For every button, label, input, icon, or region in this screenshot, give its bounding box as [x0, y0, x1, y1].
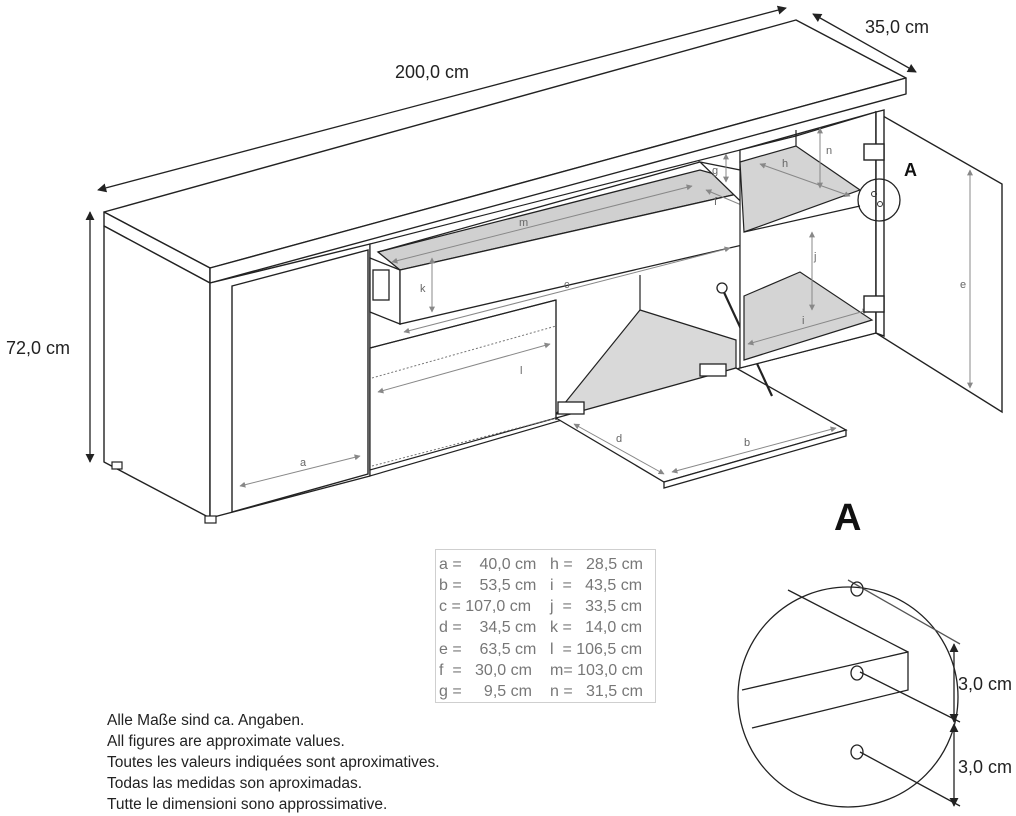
feet — [111, 461, 217, 524]
letter-h: h — [782, 158, 788, 170]
left-door-panel — [231, 249, 369, 513]
letter-k: k — [420, 283, 426, 295]
right-compartment — [739, 111, 877, 369]
letter-j: j — [813, 251, 816, 263]
dim-c-line — [403, 246, 731, 334]
flap-stay-pivot — [716, 282, 728, 294]
table-row-left: g = 9,5 cm — [439, 683, 532, 700]
approximation-notes: Alle Maße sind ca. Angaben. All figures … — [107, 710, 527, 815]
note-french: Toutes les valeurs indiquées sont aproxi… — [107, 754, 440, 771]
note-spanish: Todas las medidas son aproximadas. — [107, 775, 363, 792]
table-row-right: k = 14,0 cm — [550, 619, 642, 636]
dimensions-table: a = 40,0 cm h = 28,5 cm b = 53,5 cm i = … — [439, 556, 643, 700]
width-dimension-line — [97, 5, 787, 193]
table-row-right: i = 43,5 cm — [550, 577, 642, 594]
letter-n: n — [826, 145, 832, 157]
letter-m: m — [519, 217, 528, 229]
dimensions-table-border — [435, 549, 656, 703]
dim-l-line — [377, 342, 551, 394]
detail-marker-circle — [857, 178, 901, 222]
table-row-right: m= 103,0 cm — [550, 662, 643, 679]
note-german: Alle Maße sind ca. Angaben. — [107, 712, 305, 729]
right-door-edge — [875, 109, 885, 338]
table-row-left: d = 34,5 cm — [439, 619, 536, 636]
table-row-left: a = 40,0 cm — [439, 556, 536, 573]
height-label: 72,0 cm — [6, 338, 70, 358]
hole-bottom — [850, 744, 864, 760]
dim-b-line — [671, 426, 837, 474]
letter-a: a — [300, 457, 307, 469]
detail-heading: A — [834, 497, 861, 539]
flap-hinge-left — [557, 401, 585, 415]
detail-circle — [737, 586, 959, 808]
top-side-edge — [209, 77, 907, 284]
right-door-panel — [875, 110, 1003, 414]
table-row-right: n = 31,5 cm — [550, 683, 643, 700]
door-hinge-top — [863, 143, 885, 161]
drawer-runner — [372, 269, 390, 301]
hole-top — [850, 581, 864, 597]
spacing-bottom-label: 3,0 cm — [958, 757, 1012, 777]
letter-e: e — [960, 279, 966, 291]
detail-marker-label: A — [904, 160, 917, 180]
overall-dimensions — [85, 5, 917, 463]
table-row-left: f = 30,0 cm — [439, 662, 532, 679]
left-door — [231, 249, 369, 513]
table-row-right: j = 33,5 cm — [549, 598, 642, 615]
dim-h-line — [759, 162, 851, 198]
note-english: All figures are approximate values. — [107, 733, 345, 750]
table-row-left: c = 107,0 cm — [439, 598, 531, 615]
letter-b: b — [744, 437, 750, 449]
letter-g: g — [712, 165, 718, 177]
depth-label: 35,0 cm — [865, 17, 929, 37]
dim-a-line — [239, 454, 361, 488]
spacing-top-label: 3,0 cm — [958, 674, 1012, 694]
shelf-edge — [741, 651, 909, 729]
letter-d: d — [616, 433, 622, 445]
dim-d-line — [573, 423, 665, 475]
door-hinge-bottom — [863, 295, 885, 313]
shelf-top-edge — [787, 589, 909, 653]
letter-c: c — [564, 279, 570, 291]
depth-dimension-line — [812, 13, 917, 73]
table-row-left: e = 63,5 cm — [439, 641, 536, 658]
width-label: 200,0 cm — [395, 62, 469, 82]
hole-middle — [850, 665, 864, 681]
table-row-right: h = 28,5 cm — [550, 556, 643, 573]
letter-f: f — [714, 196, 718, 208]
detail-view — [737, 579, 961, 808]
note-italian: Tutte le dimensioni sono approssimative. — [107, 796, 388, 813]
foot-front — [204, 515, 217, 524]
letter-l: l — [520, 365, 522, 377]
dim-i-line — [747, 308, 869, 346]
table-row-left: b = 53,5 cm — [439, 577, 536, 594]
flap-hinge-right — [699, 363, 727, 377]
letter-i: i — [802, 315, 804, 327]
table-row-right: l = 106,5 cm — [550, 641, 642, 658]
right-door — [863, 109, 1003, 414]
foot-left — [111, 461, 123, 470]
